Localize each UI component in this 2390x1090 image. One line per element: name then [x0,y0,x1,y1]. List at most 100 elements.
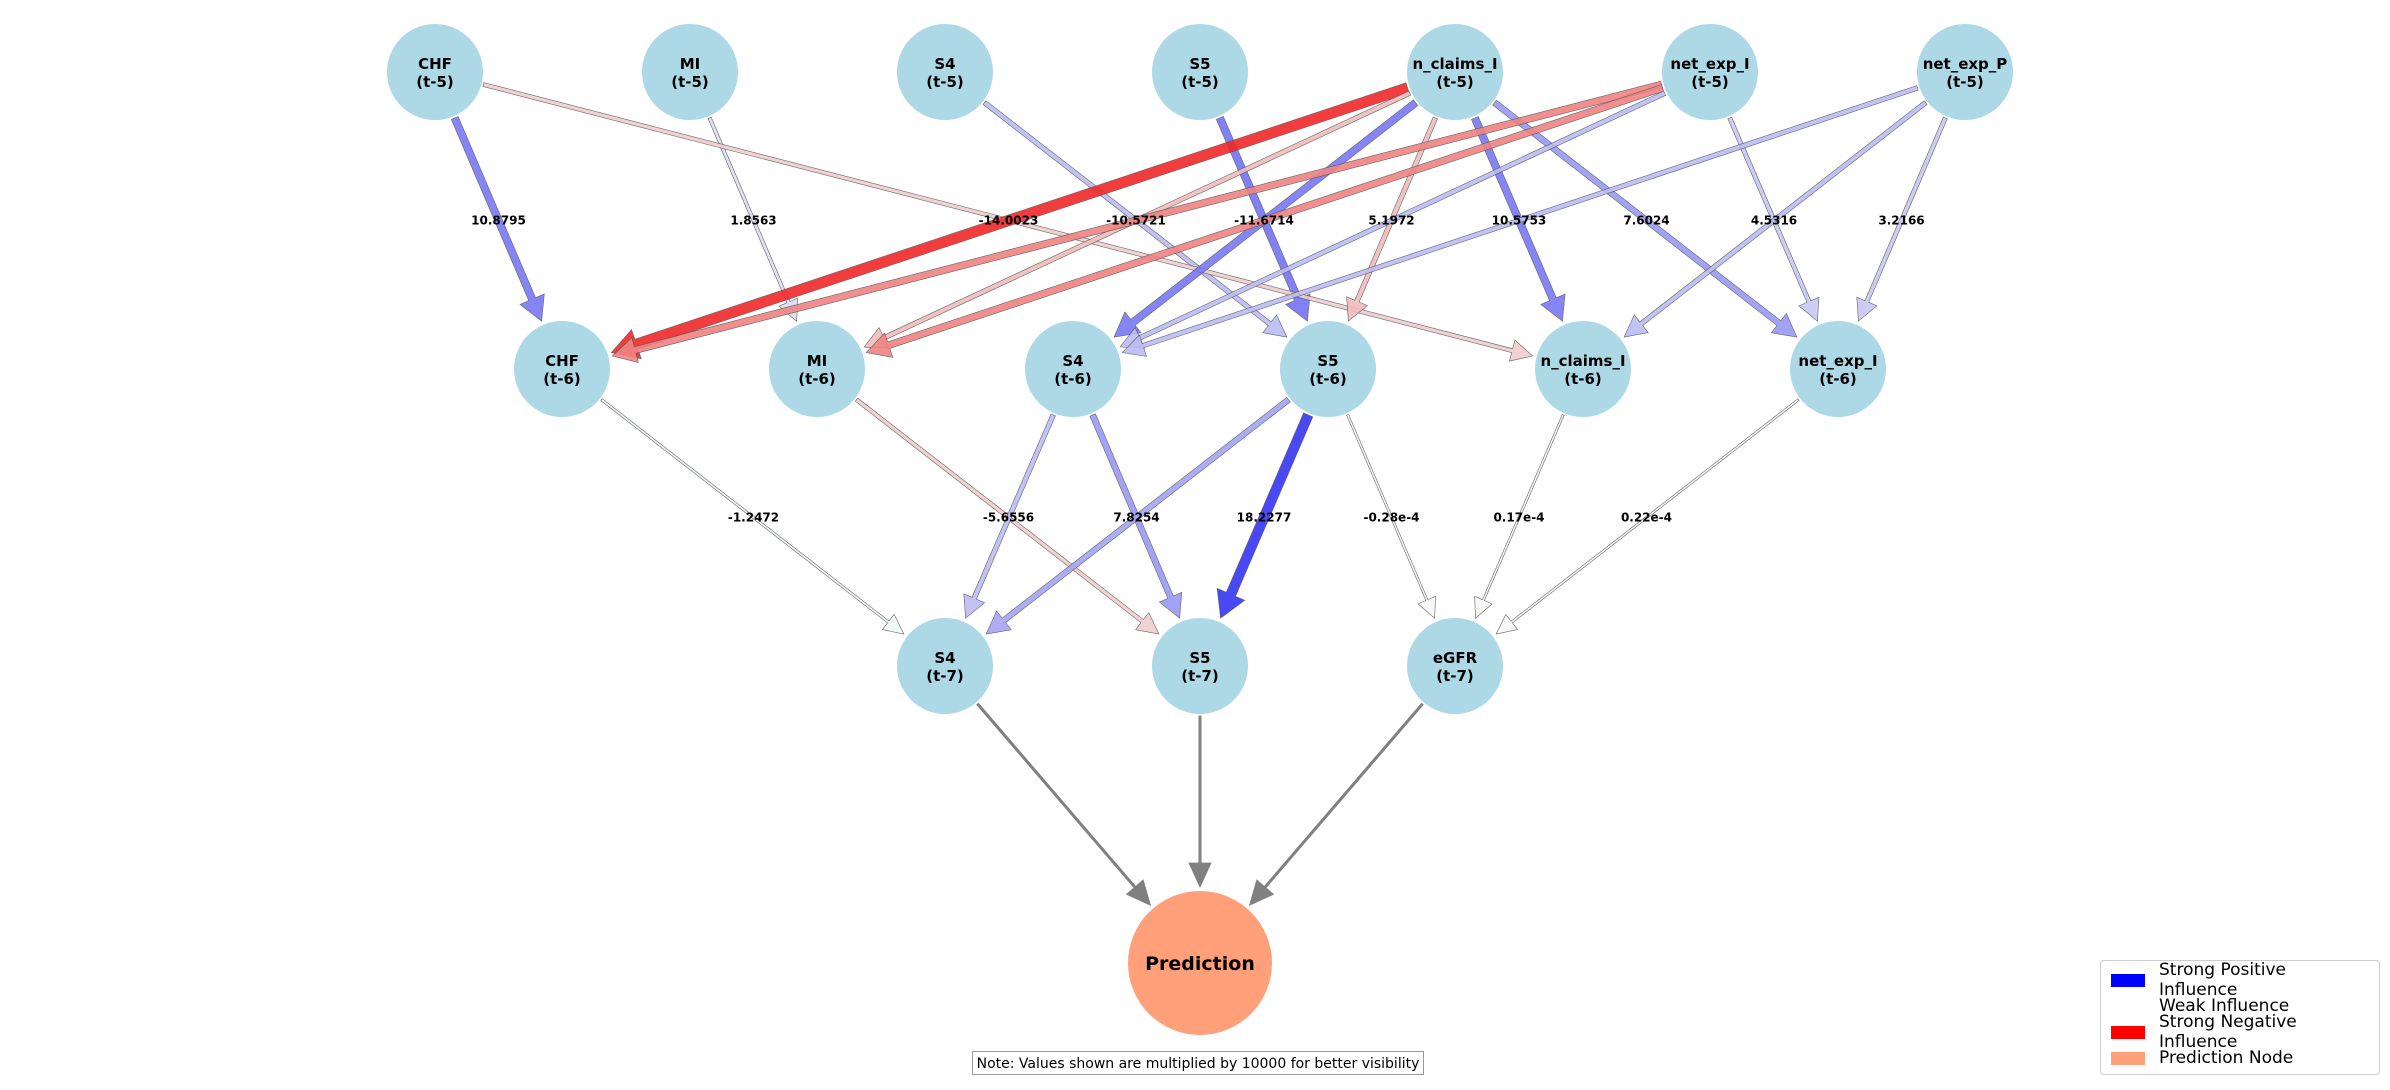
node-time: (t-6) [1564,370,1602,388]
legend-swatch-weak [2111,999,2145,1013]
node-name: S4 [934,55,955,73]
edge-label: 18.2277 [1237,511,1292,525]
legend-label: Strong Negative Influence [2159,1012,2297,1052]
legend-item-strong-negative: Strong Negative Influence [2111,1012,2369,1052]
node-nclaims_t6: n_claims_I(t-6) [1535,321,1631,417]
legend-swatch-negative [2111,1025,2145,1039]
node-netexpI_t6: net_exp_I(t-6) [1790,321,1886,417]
node-name: Prediction [1145,953,1255,975]
node-S4_t6: S4(t-6) [1025,321,1121,417]
node-time: (t-5) [671,73,709,91]
legend-item-strong-positive: Strong Positive Influence [2111,960,2369,1000]
edge-netexpP_t5-to-netexpI_t6 [1856,116,1948,322]
scale-note: Note: Values shown are multiplied by 100… [972,1051,1424,1075]
node-layer: CHF(t-5)MI(t-5)S4(t-5)S5(t-5)n_claims_I(… [387,24,2013,1035]
legend-item-prediction: Prediction Node [2111,1045,2369,1071]
node-name: net_exp_P [1923,55,2008,73]
node-name: CHF [418,55,452,73]
node-circle [642,24,738,120]
node-name: CHF [545,352,579,370]
edge-label: 10.5753 [1492,214,1547,228]
edge-label: 10.8795 [471,214,526,228]
node-circle [1407,618,1503,714]
node-circle [897,618,993,714]
node-netexpP_t5: net_exp_P(t-5) [1917,24,2013,120]
edge-label: 7.8254 [1113,511,1159,525]
node-time: (t-6) [543,370,581,388]
node-S5_t7: S5(t-7) [1152,618,1248,714]
node-circle [1790,321,1886,417]
node-circle [1152,24,1248,120]
node-time: (t-5) [926,73,964,91]
node-circle [1128,891,1272,1035]
node-S5_t5: S5(t-5) [1152,24,1248,120]
node-circle [387,24,483,120]
node-CHF_t5: CHF(t-5) [387,24,483,120]
edge-nclaims_t5-to-netexpI_t6 [1492,99,1798,338]
node-S5_t6: S5(t-6) [1280,321,1376,417]
edge-label: 3.2166 [1878,214,1924,228]
edge-netexpP_t5-to-S4_t6 [1121,85,1919,357]
edge-S5_t6-to-S5_t7 [1216,412,1314,619]
edge-label: -1.2472 [728,511,779,525]
legend-swatch-positive [2111,973,2145,987]
node-name: MI [680,55,701,73]
edge-netexpI_t6-to-eGFR_t7 [1495,398,1800,635]
node-time: (t-6) [1819,370,1857,388]
node-time: (t-5) [1946,73,1984,91]
legend-label: Strong Positive Influence [2159,960,2286,1000]
node-circle [1535,321,1631,417]
edge-layer [450,80,1948,907]
edge-S4_t7-to-prediction [976,702,1152,907]
edge-netexpP_t5-to-nclaims_t6 [1623,100,1928,338]
legend: Strong Positive Influence Weak Influence… [2100,960,2380,1075]
node-S4_t5: S4(t-5) [897,24,993,120]
node-name: eGFR [1433,649,1478,667]
legend-label: Prediction Node [2159,1048,2294,1068]
node-name: n_claims_I [1540,352,1625,370]
node-circle [1917,24,2013,120]
node-time: (t-5) [1181,73,1219,91]
node-CHF_t6: CHF(t-6) [514,321,610,417]
edge-label: 4.5316 [1751,214,1797,228]
node-name: S5 [1189,649,1210,667]
node-name: S4 [1062,352,1083,370]
edge-label: 1.8563 [730,214,776,228]
edge-eGFR_t7-to-prediction [1248,702,1424,907]
edge-netexpI_t5-to-MI_t6 [865,84,1665,358]
edge-CHF_t6-to-S4_t7 [600,398,905,635]
node-time: (t-5) [1691,73,1729,91]
node-circle [514,321,610,417]
edge-label: -11.6714 [1234,214,1294,228]
node-S4_t7: S4(t-7) [897,618,993,714]
node-time: (t-6) [798,370,836,388]
node-time: (t-5) [416,73,454,91]
edge-netexpI_t5-to-CHF_t6 [611,80,1663,363]
node-name: net_exp_I [1798,352,1877,370]
edge-label: 7.6024 [1623,214,1669,228]
edge-S5_t6-to-S4_t7 [985,396,1291,635]
edge-CHF_t5-to-CHF_t6 [450,116,545,322]
edge-label: 0.17e-4 [1493,511,1544,525]
legend-label: Weak Influence [2159,996,2290,1016]
edge-label: 5.1972 [1368,214,1414,228]
edge-S5_t7-to-prediction [1188,715,1212,888]
node-name: MI [807,352,828,370]
node-netexpI_t5: net_exp_I(t-5) [1662,24,1758,120]
node-prediction: Prediction [1128,891,1272,1035]
node-circle [897,24,993,120]
node-circle [1152,618,1248,714]
node-MI_t6: MI(t-6) [769,321,865,417]
edge-label: 0.22e-4 [1621,511,1672,525]
node-circle [1407,24,1503,120]
node-time: (t-5) [1436,73,1474,91]
node-nclaims_t5: n_claims_I(t-5) [1407,24,1503,120]
node-time: (t-6) [1054,370,1092,388]
edge-S5_t6-to-eGFR_t7 [1346,414,1436,619]
edge-label: -0.28e-4 [1363,511,1419,525]
node-name: n_claims_I [1412,55,1497,73]
node-circle [1025,321,1121,417]
legend-swatch-prediction [2111,1051,2145,1065]
